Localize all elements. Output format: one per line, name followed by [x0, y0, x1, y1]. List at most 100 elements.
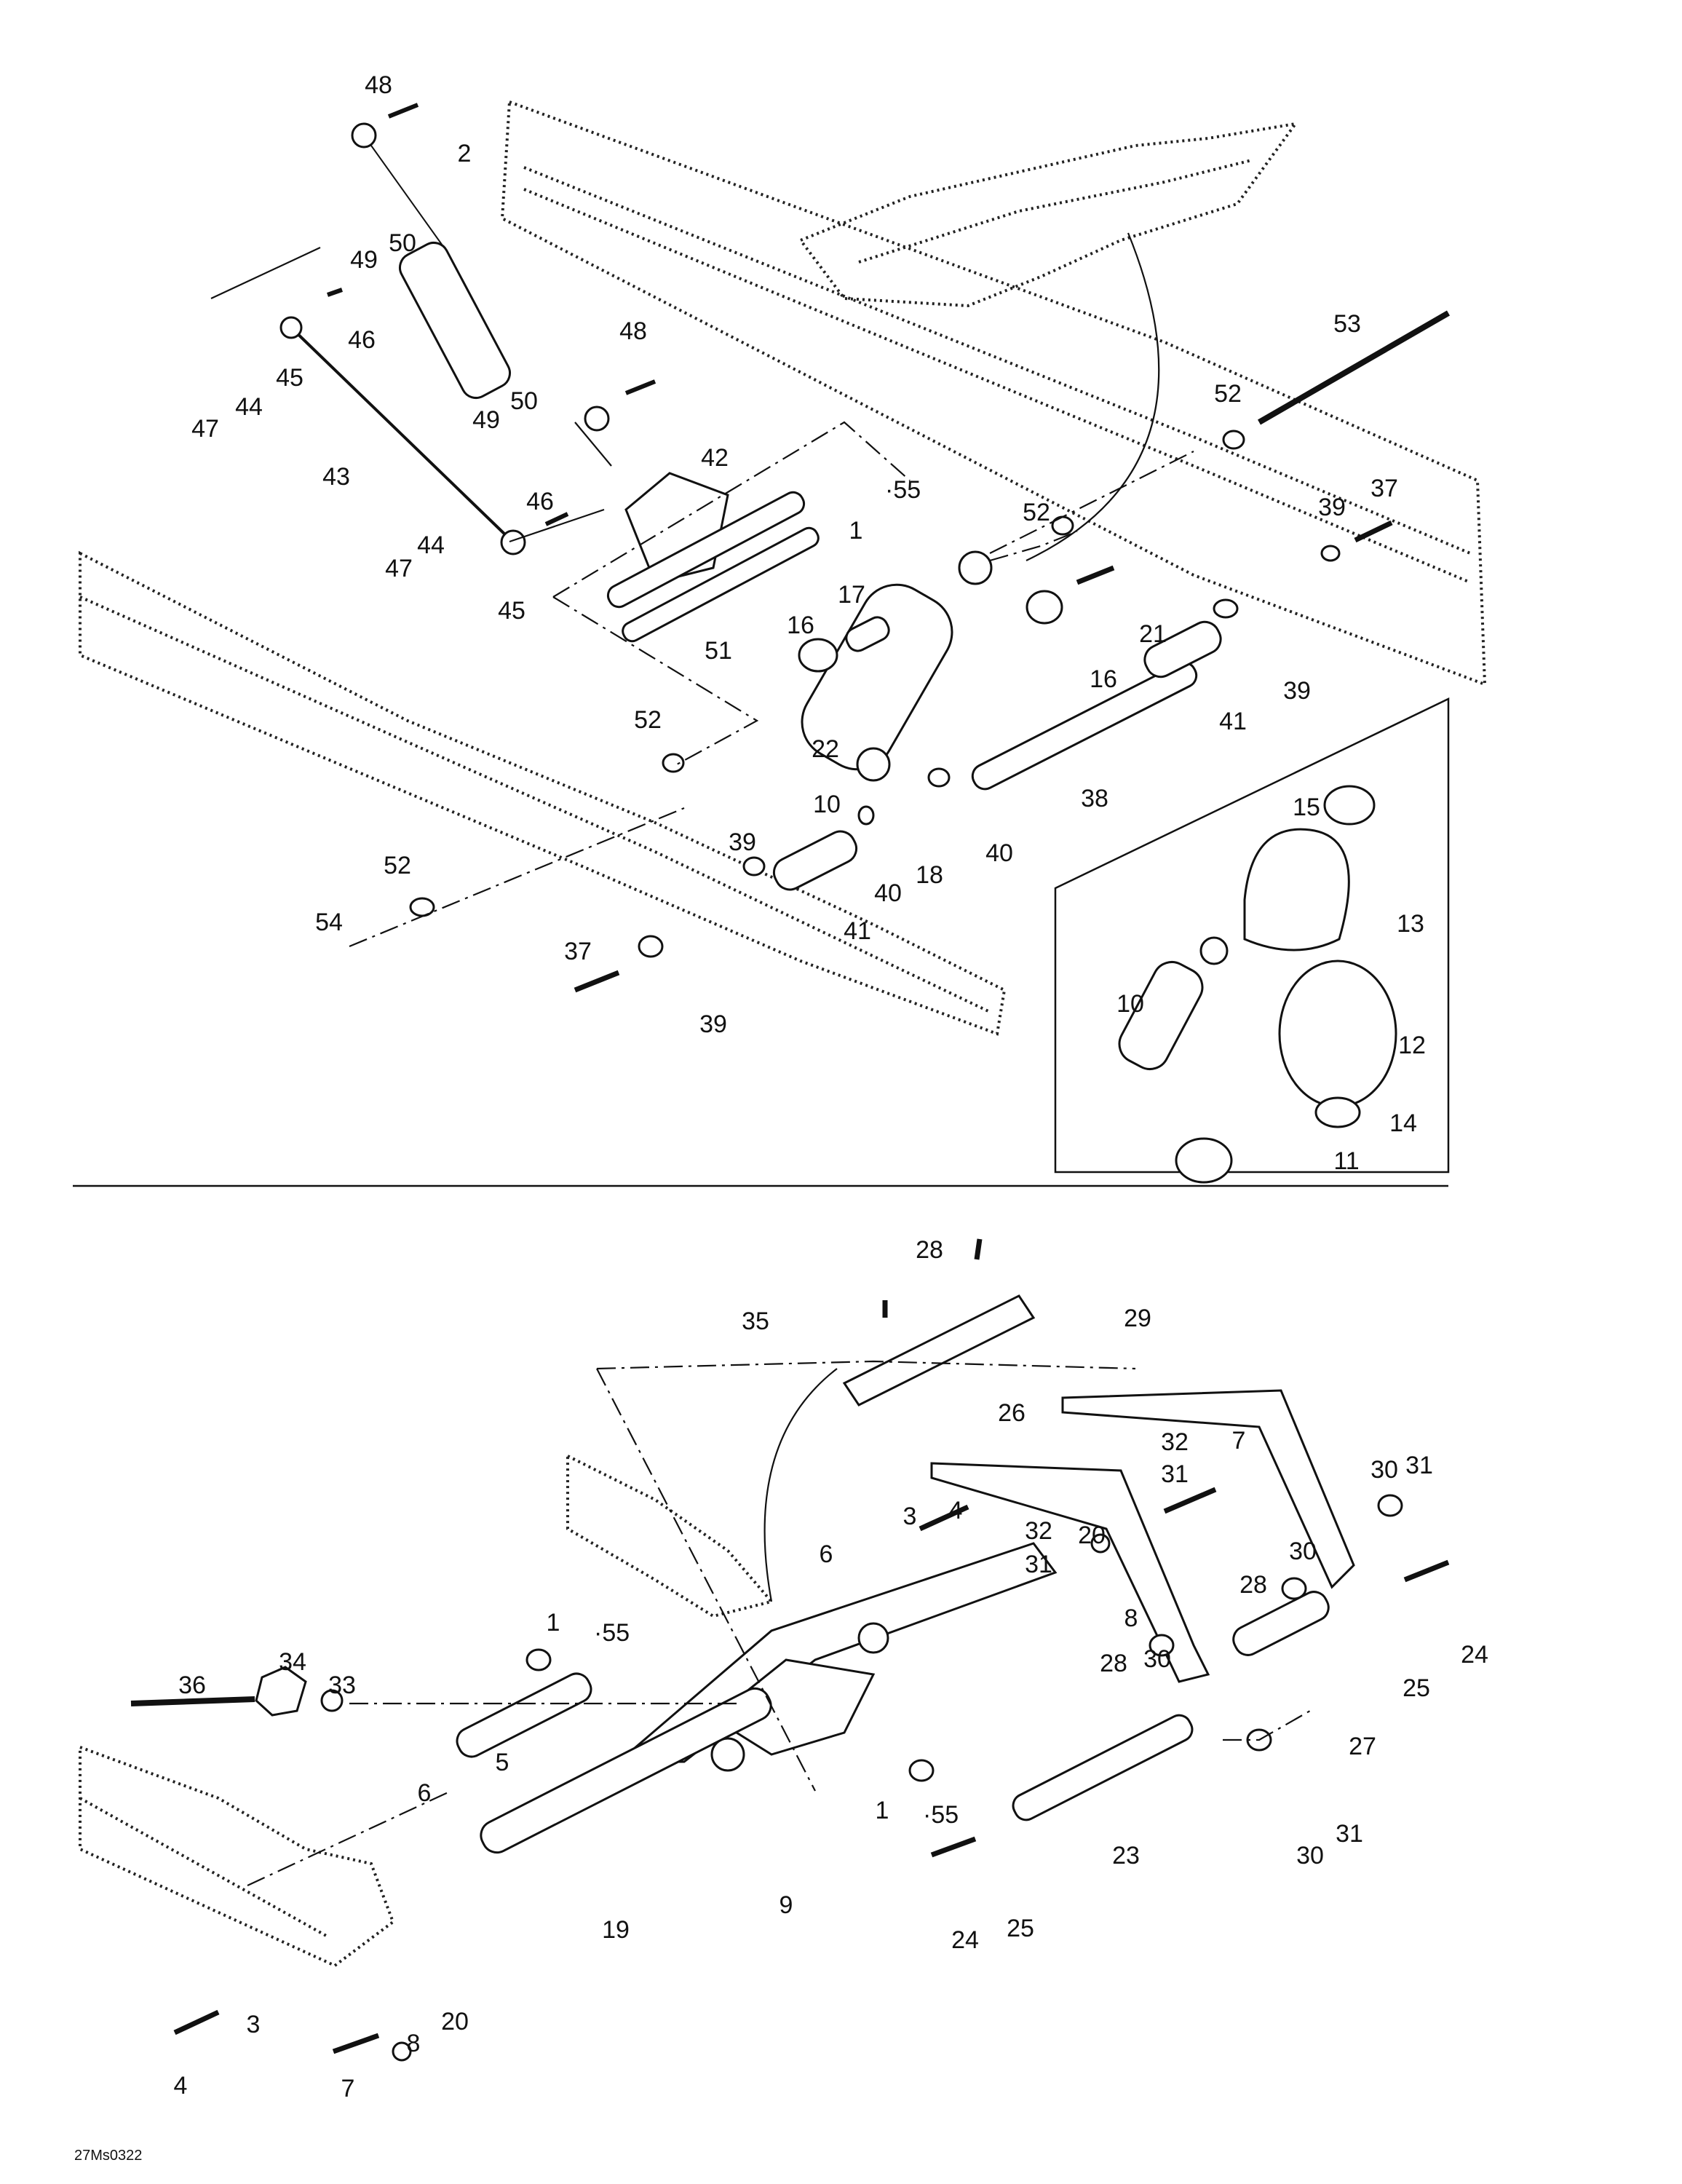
callout-5: 5 [496, 1749, 509, 1776]
cross-shaft-38 [971, 661, 1198, 791]
phantom-lines-lower [247, 1360, 1311, 1886]
knob-34 [130, 1666, 344, 1717]
callout-35: 35 [742, 1307, 769, 1335]
shaft-51 [606, 491, 820, 643]
bolts-lower [173, 1238, 1450, 2054]
callout-50: 50 [510, 387, 538, 415]
callout-20: 20 [441, 2008, 469, 2035]
callout-32: 32 [1161, 1428, 1189, 1456]
callout-4: 4 [174, 2072, 188, 2100]
lube-symbol: ·55 [885, 476, 921, 504]
callout-46: 46 [526, 488, 554, 515]
lube-symbol: ·55 [923, 1801, 959, 1829]
lower-left-rail [79, 1745, 395, 1968]
callout-50: 50 [389, 229, 416, 257]
shaft-27 [1232, 1591, 1330, 1656]
callout-48: 48 [365, 71, 392, 99]
callout-2: 2 [458, 140, 472, 167]
callout-37: 37 [564, 938, 592, 965]
callout-39: 39 [1318, 494, 1346, 521]
callout-29: 29 [1124, 1305, 1151, 1332]
shaft-5 [456, 1672, 592, 1758]
callout-7: 7 [341, 2075, 355, 2102]
callout-30: 30 [1296, 1842, 1324, 1870]
callout-20: 20 [1078, 1522, 1106, 1549]
callout-12: 12 [1398, 1032, 1426, 1059]
callout-37: 37 [1370, 475, 1398, 502]
callout-8: 8 [407, 2030, 421, 2057]
callout-10: 10 [813, 791, 841, 818]
callout-39: 39 [729, 828, 756, 856]
callout-22: 22 [812, 735, 839, 763]
callout-6: 6 [418, 1779, 432, 1807]
brackets-26 [930, 1389, 1355, 1683]
bushings-16 [798, 590, 1063, 673]
upper-right-rail [500, 100, 1487, 687]
plate-29 [842, 1294, 1036, 1406]
callout-47: 47 [191, 415, 219, 443]
callout-53: 53 [1333, 310, 1361, 338]
callout-52: 52 [1023, 499, 1050, 526]
callout-31: 31 [1405, 1452, 1433, 1479]
callout-48: 48 [619, 317, 647, 345]
callout-51: 51 [705, 637, 732, 665]
callout-54: 54 [315, 909, 343, 936]
callout-24: 24 [951, 1926, 979, 1954]
callout-15: 15 [1293, 794, 1320, 821]
callout-6: 6 [820, 1540, 833, 1568]
callout-27: 27 [1349, 1733, 1376, 1760]
callout-17: 17 [838, 581, 865, 609]
callout-10: 10 [1116, 990, 1144, 1018]
callout-52: 52 [1214, 380, 1242, 408]
callout-1: 1 [876, 1797, 889, 1824]
callout-8: 8 [1124, 1605, 1138, 1632]
callout-30: 30 [1289, 1538, 1317, 1565]
callout-28: 28 [916, 1236, 943, 1264]
callout-49: 49 [350, 246, 378, 274]
callout-16: 16 [787, 612, 814, 639]
inset-shock-detail [1054, 697, 1450, 1184]
callout-44: 44 [235, 393, 263, 421]
callout-43: 43 [322, 463, 350, 491]
callout-40: 40 [985, 839, 1013, 867]
callout-7: 7 [1232, 1427, 1246, 1455]
phantom-lines-upper [349, 421, 1194, 948]
bolts-upper [327, 103, 1393, 993]
callout-21: 21 [1139, 620, 1167, 648]
rear-arm-phantom [798, 122, 1299, 308]
callout-1: 1 [849, 517, 863, 545]
callout-47: 47 [385, 555, 413, 582]
tie-rod-53 [1258, 310, 1450, 425]
callout-31: 31 [1025, 1551, 1052, 1578]
drawing-code: 27Ms0322 [74, 2148, 142, 2164]
callout-13: 13 [1397, 910, 1424, 938]
callout-labels: 4825049464544474850494342146444745171651… [174, 71, 1488, 2102]
stopper-strap [279, 316, 526, 555]
callout-11: 11 [1333, 1147, 1359, 1175]
callout-9: 9 [779, 1891, 793, 1919]
callout-30: 30 [1143, 1645, 1171, 1673]
callout-4: 4 [949, 1497, 963, 1524]
callout-16: 16 [1090, 665, 1117, 693]
assembly-arrows [210, 232, 1160, 1602]
washers-lower [392, 1494, 1403, 2062]
callout-41: 41 [1219, 708, 1247, 735]
callout-3: 3 [247, 2011, 261, 2038]
lube-marks: ·55 ·55 ·55 [594, 476, 959, 1829]
callout-14: 14 [1389, 1109, 1417, 1137]
callout-40: 40 [874, 879, 902, 907]
callout-52: 52 [634, 706, 662, 734]
callout-25: 25 [1007, 1915, 1034, 1942]
callout-26: 26 [998, 1399, 1026, 1427]
callout-44: 44 [417, 531, 445, 559]
shaft-23 [1012, 1714, 1194, 1821]
callout-18: 18 [916, 861, 943, 889]
callout-39: 39 [699, 1010, 727, 1038]
callout-28: 28 [1100, 1650, 1127, 1677]
callout-3: 3 [903, 1503, 917, 1530]
lube-symbol: ·55 [594, 1619, 630, 1647]
callout-23: 23 [1112, 1842, 1140, 1870]
callout-31: 31 [1336, 1820, 1363, 1848]
callout-42: 42 [701, 444, 729, 472]
